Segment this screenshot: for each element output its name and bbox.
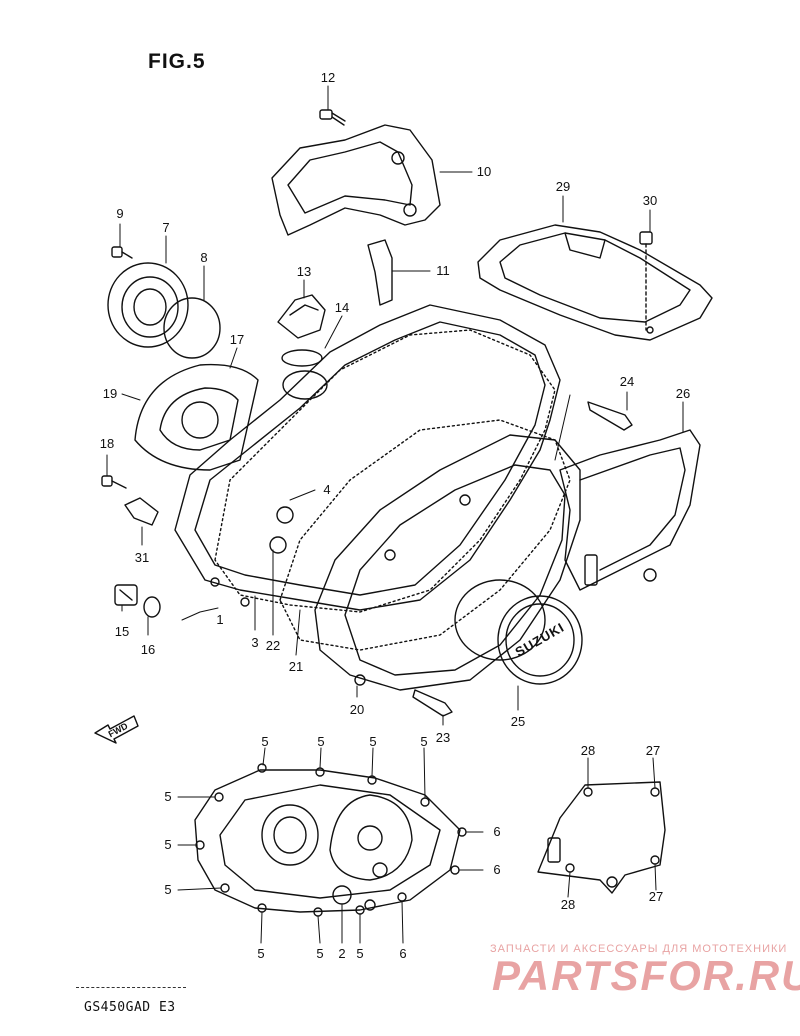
fwd-arrow-icon [94, 715, 139, 744]
callout-21: 21 [288, 659, 304, 674]
callout-5-left-2: 5 [164, 837, 172, 852]
callout-18: 18 [99, 436, 115, 451]
callout-6-right-2: 6 [493, 862, 501, 877]
part-30-bolt [639, 231, 653, 331]
callout-5-top-1: 5 [261, 734, 269, 749]
callout-15: 15 [114, 624, 130, 639]
part-7-plate [107, 262, 189, 348]
callout-19: 19 [102, 386, 118, 401]
callout-4: 4 [323, 482, 331, 497]
callout-5-bottom-2: 5 [316, 946, 324, 961]
callout-16: 16 [140, 642, 156, 657]
part-9-screw [111, 246, 133, 259]
callout-24: 24 [619, 374, 635, 389]
part-3-gasket [214, 329, 556, 613]
callout-9: 9 [116, 206, 124, 221]
part-15-plug [114, 584, 138, 606]
callout-leaders-lower-left [177, 747, 484, 944]
callout-5-bottom-3: 5 [356, 946, 364, 961]
callout-3: 3 [251, 635, 259, 650]
callout-5-top-4: 5 [420, 734, 428, 749]
callout-23: 23 [435, 730, 451, 745]
part-20-clutch-cover [314, 434, 581, 691]
part-21-gasket [279, 419, 571, 651]
callout-leaders-upper [106, 85, 684, 726]
part-10-cover-shield [271, 124, 441, 236]
callout-13: 13 [296, 264, 312, 279]
model-code: GS450GAD E3 [84, 1000, 176, 1015]
callout-2-bottom: 2 [338, 946, 346, 961]
callout-leaders-lower-right [567, 757, 657, 898]
callout-28-bottom: 28 [560, 897, 576, 912]
callout-27-bottom: 27 [648, 889, 664, 904]
part-23-bolt [412, 689, 453, 717]
part-8-o-ring [163, 297, 221, 359]
part-26-generator-cover [559, 429, 701, 591]
callout-5-top-2: 5 [317, 734, 325, 749]
callout-25: 25 [510, 714, 526, 729]
watermark-logo: PARTSFOR.RU [492, 952, 800, 999]
small-cover-lower-right [537, 781, 666, 894]
callout-5-left-3: 5 [164, 882, 172, 897]
callout-28-top: 28 [580, 743, 596, 758]
watermark-tagline: ЗАПЧАСТИ И АКСЕССУАРЫ ДЛЯ МОТОТЕХНИКИ [490, 943, 788, 955]
callout-14: 14 [334, 300, 350, 315]
callout-29: 29 [555, 179, 571, 194]
crankcase-body [174, 304, 561, 611]
callout-5-bottom-1: 5 [257, 946, 265, 961]
part-11-pad [367, 239, 393, 306]
callout-20: 20 [349, 702, 365, 717]
callout-12: 12 [320, 70, 336, 85]
callout-7: 7 [162, 220, 170, 235]
callout-22: 22 [265, 638, 281, 653]
callout-6-right-1: 6 [493, 824, 501, 839]
part-29-cover-plate [477, 224, 713, 341]
model-code-rule [76, 987, 186, 988]
figure-title: FIG.5 [148, 50, 206, 73]
callout-8: 8 [200, 250, 208, 265]
part-13-oil-cap [277, 294, 326, 339]
part-18-screw [101, 475, 127, 489]
callout-6-bottom: 6 [399, 946, 407, 961]
callout-5-top-3: 5 [369, 734, 377, 749]
part-24-bolt [587, 401, 633, 431]
part-16-washer [143, 596, 161, 618]
part-14-o-ring [281, 349, 323, 367]
part-12-bolt [319, 109, 346, 126]
callout-27-top: 27 [645, 743, 661, 758]
callout-1: 1 [216, 612, 224, 627]
part-25-emblem [497, 595, 583, 685]
callout-30: 30 [642, 193, 658, 208]
callout-31: 31 [134, 550, 150, 565]
callout-17: 17 [229, 332, 245, 347]
part-19-dome-cover [134, 363, 259, 471]
inner-cover-lower [194, 763, 467, 917]
callout-5-left-1: 5 [164, 789, 172, 804]
callout-11: 11 [436, 263, 450, 278]
callout-10: 10 [476, 164, 492, 179]
callout-26: 26 [675, 386, 691, 401]
part-31-switch [124, 497, 159, 526]
